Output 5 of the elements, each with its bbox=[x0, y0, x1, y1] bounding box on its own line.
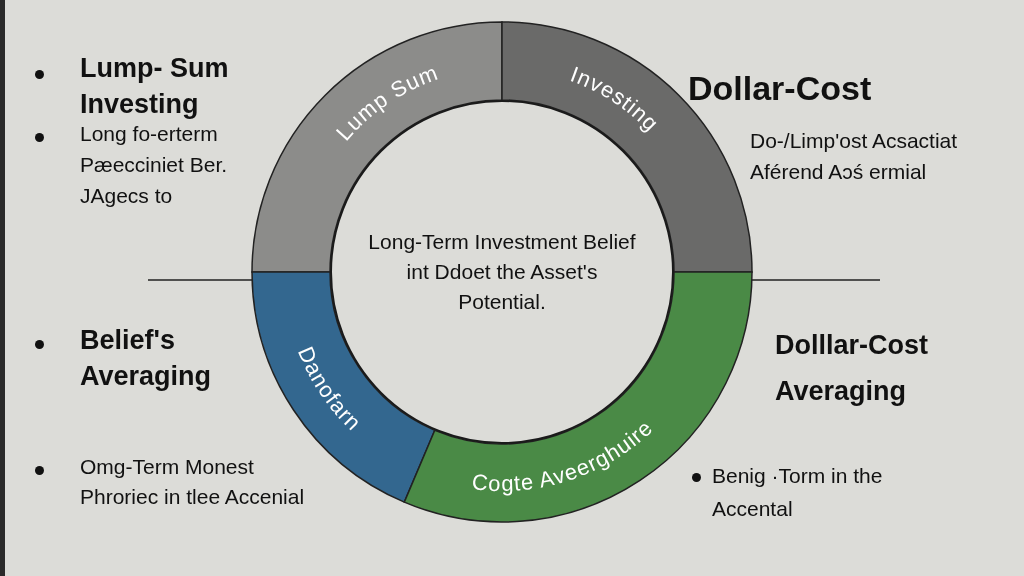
section-heading: Lump- Sum Investing bbox=[80, 52, 230, 121]
bullet-text: Do-/Limp'ost Acsactiat Aférend Aɔś ermial bbox=[750, 128, 959, 185]
bullet-text: Long fo-erterm Pæecciniet Ber. JAgecs to bbox=[80, 121, 229, 209]
section-heading: Belief's Averaging bbox=[80, 324, 213, 393]
section-heading: Dolllar-Cost Averaging bbox=[775, 329, 929, 408]
